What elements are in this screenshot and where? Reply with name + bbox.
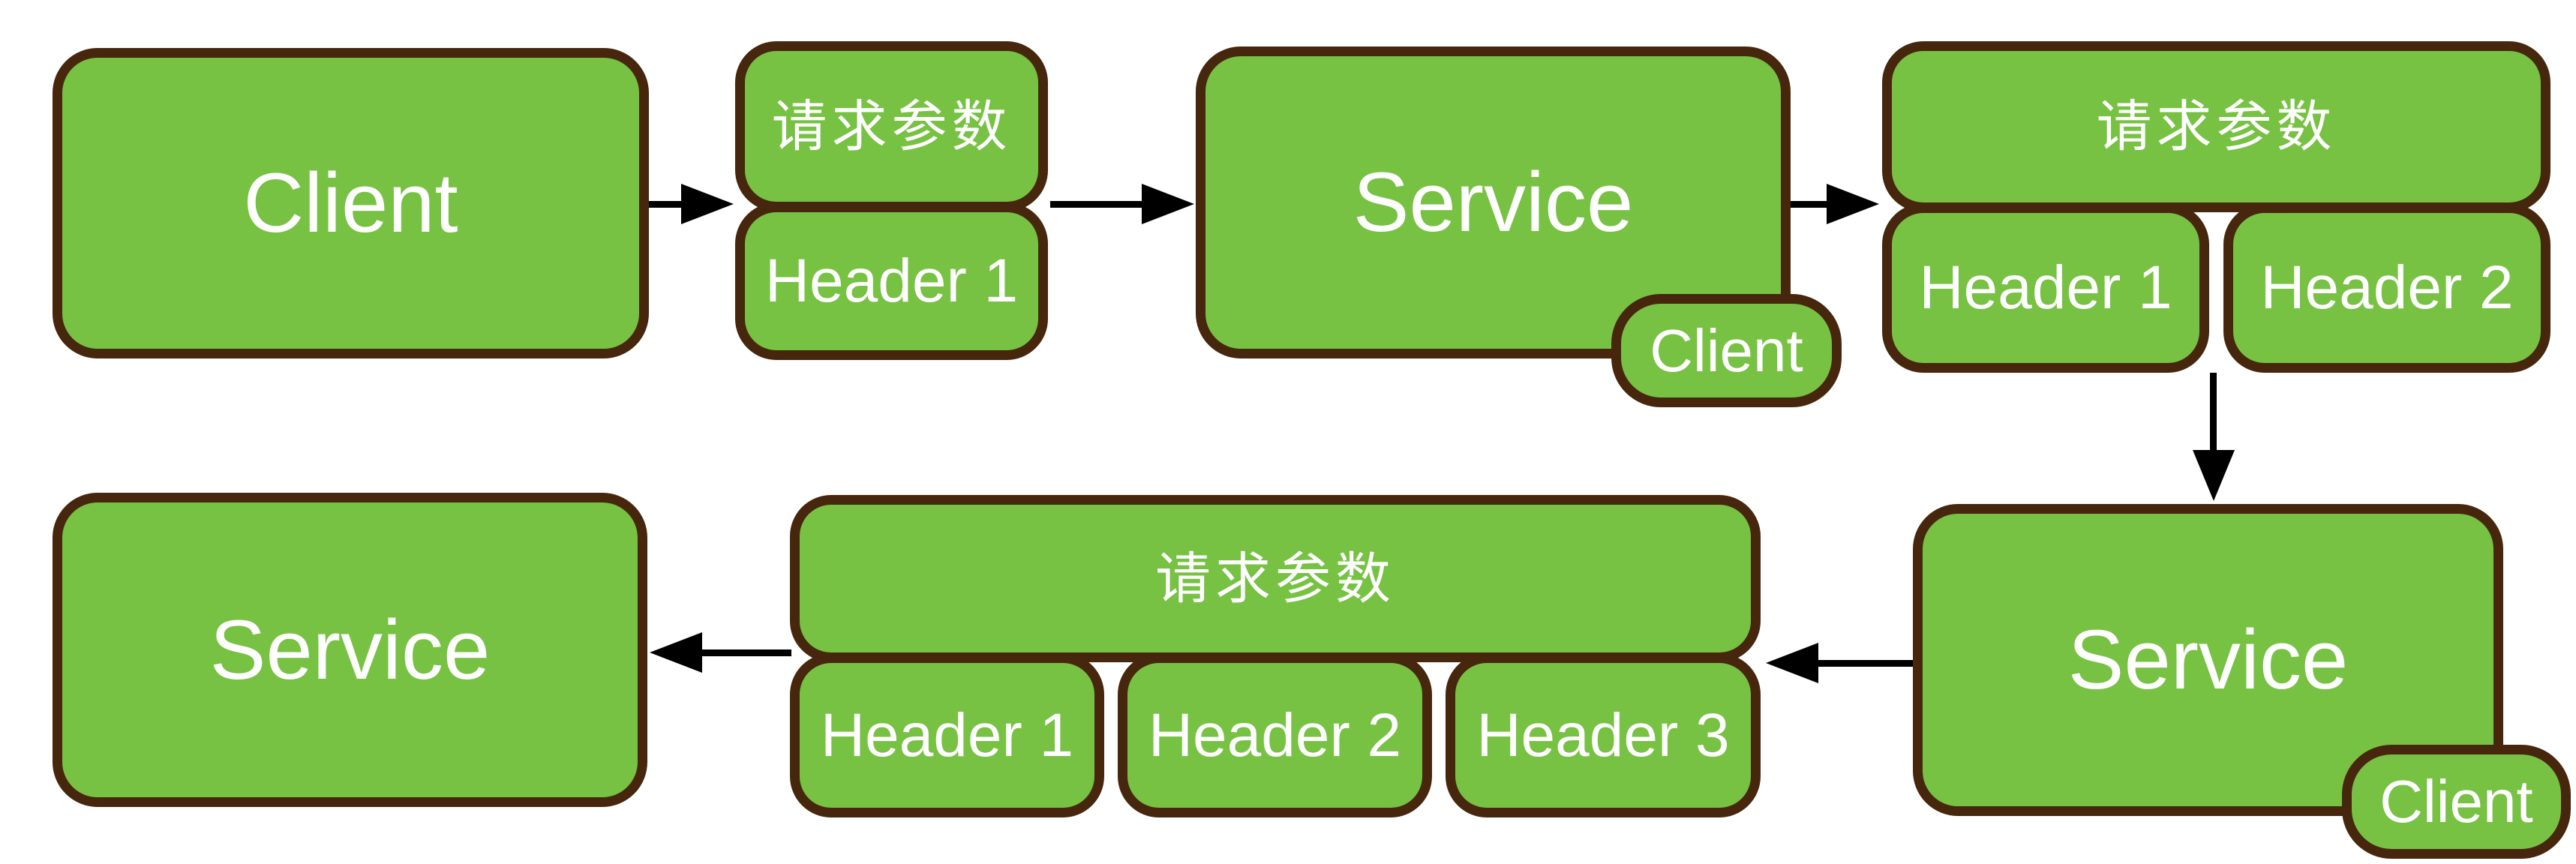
- arrow-client-to-params-shaft: [647, 201, 684, 208]
- service-box-right-label: Service: [2067, 613, 2349, 706]
- request-params-box-2: 请求参数: [1882, 41, 2550, 212]
- service-box-1: Service: [1196, 46, 1791, 358]
- header-1-box-group2: Header 1: [1882, 203, 2209, 373]
- header-2-label-group3: Header 2: [1148, 700, 1402, 770]
- request-params-label-1: 请求参数: [771, 94, 1012, 158]
- arrow-service-right-to-params3-shaft: [1818, 660, 1913, 667]
- arrow-params-to-service-icon: [1142, 184, 1194, 224]
- request-params-box-1: 请求参数: [735, 41, 1048, 212]
- header-3-box-group3: Header 3: [1446, 653, 1761, 818]
- arrow-client-to-params-icon: [681, 184, 734, 224]
- arrow-params2-to-service2-shaft: [2210, 373, 2217, 452]
- header-1-label-group3: Header 1: [820, 700, 1074, 770]
- request-params-label-2: 请求参数: [2096, 95, 2337, 158]
- header-2-box-group3: Header 2: [1118, 653, 1432, 818]
- header-1-label-group1: Header 1: [764, 247, 1019, 315]
- arrow-service-to-params2-shaft: [1789, 201, 1828, 208]
- client-badge-2-label: Client: [2379, 768, 2533, 835]
- client-box-label: Client: [243, 156, 458, 250]
- request-params-box-3: 请求参数: [790, 495, 1761, 662]
- client-badge-1: Client: [1611, 294, 1842, 407]
- arrow-params3-to-service-left-shaft: [702, 650, 791, 656]
- header-1-box-group1: Header 1: [735, 202, 1048, 360]
- service-box-left: Service: [53, 493, 647, 807]
- client-badge-2: Client: [2342, 745, 2571, 859]
- arrow-service-to-params2-icon: [1827, 184, 1879, 224]
- arrow-params3-to-service-left-icon: [650, 632, 702, 673]
- header-2-label-group2: Header 2: [2260, 254, 2514, 322]
- arrow-params-to-service-shaft: [1050, 201, 1143, 208]
- header-3-label-group3: Header 3: [1476, 700, 1730, 770]
- service-box-left-label: Service: [209, 602, 491, 697]
- header-2-box-group2: Header 2: [2223, 203, 2550, 373]
- client-badge-1-label: Client: [1650, 316, 1803, 384]
- header-1-box-group3: Header 1: [790, 653, 1104, 818]
- header-1-label-group2: Header 1: [1919, 254, 2172, 322]
- service-box-1-label: Service: [1353, 155, 1634, 249]
- request-params-label-3: 请求参数: [1155, 547, 1395, 610]
- arrow-service-right-to-params3-icon: [1766, 643, 1818, 683]
- arrow-down-icon: [2193, 450, 2235, 501]
- client-box: Client: [53, 48, 649, 358]
